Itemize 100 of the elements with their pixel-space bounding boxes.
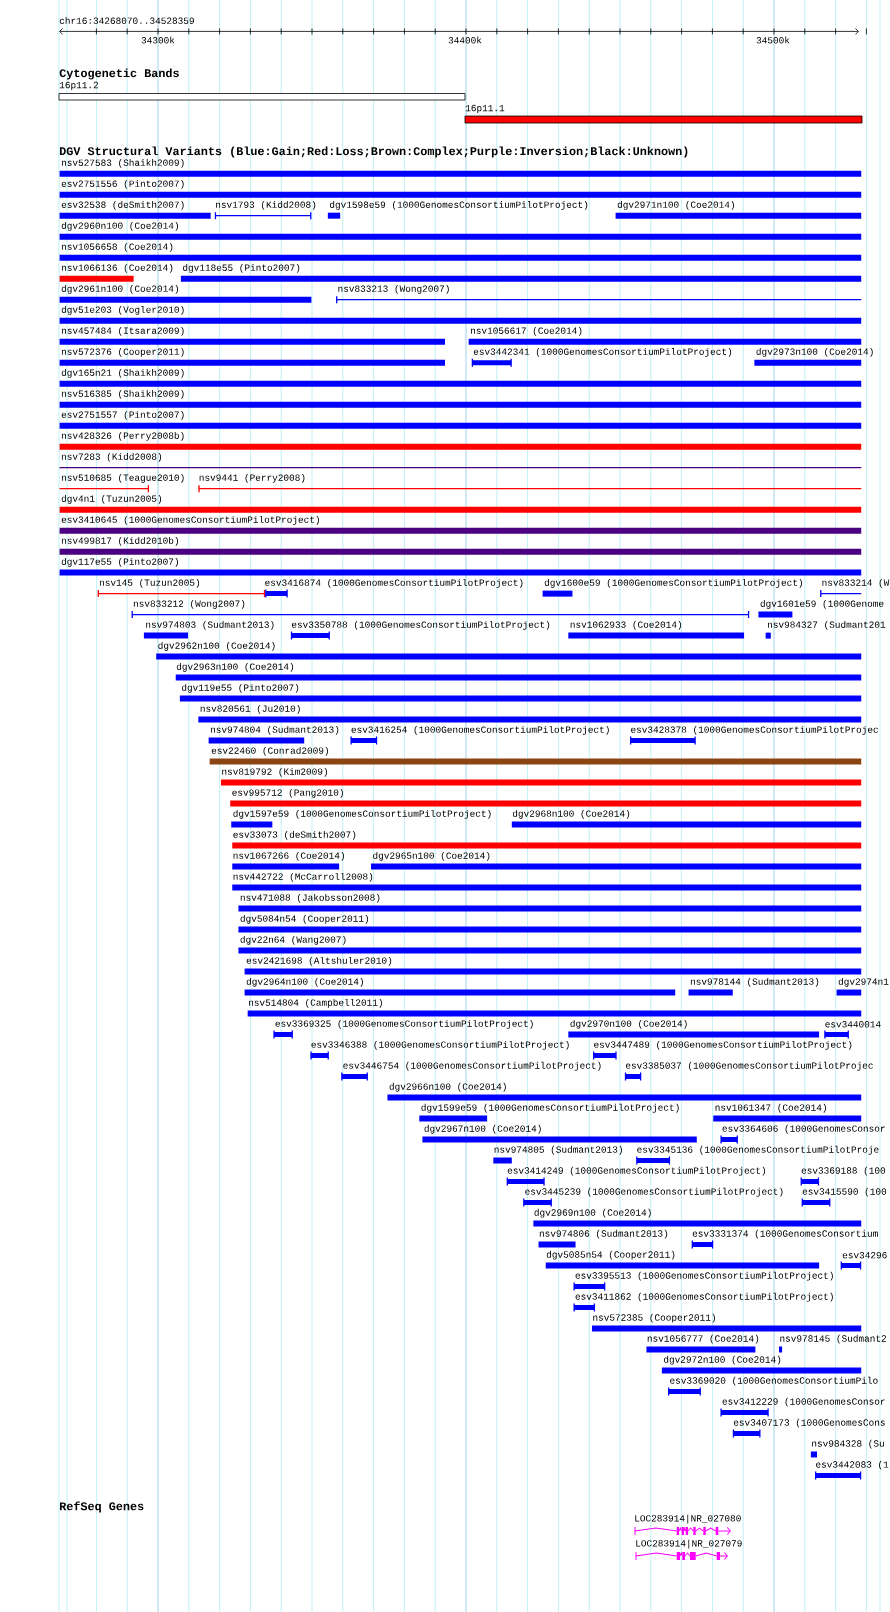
variant-label: dgv2964n100 (Coe2014) [246, 977, 363, 987]
variant-label: esv3410645 (1000GenomesConsortiumPilotProject) [61, 515, 319, 525]
variant-label: esv3369188 (100 [801, 1166, 886, 1176]
variant-label: esv22460 (Conrad2009) [211, 746, 328, 756]
variant-label: nsv7283 (Kidd2008) [61, 452, 162, 462]
variant-label: dgv2960n100 (Coe2014) [61, 222, 178, 231]
variant-label: dgv119e55 (Pinto2007) [182, 683, 299, 693]
variant-label: esv34296 [842, 1252, 887, 1259]
variant-label: esv3442083 (1 [816, 1460, 889, 1470]
variant-label: nsv833214 (W [822, 578, 890, 588]
variant-label: nsv978144 (Sudmant2013) [690, 977, 819, 987]
variant-label: nsv572385 (Cooper2011) [593, 1313, 715, 1323]
variant-label: esv2421698 (Altshuler2010) [246, 956, 392, 966]
gene-label: LOC283914|NR_027080 [635, 1514, 741, 1524]
variant-label: dgv165n21 (Shaikh2009) [61, 369, 184, 378]
variant-label: nsv1056617 (Coe2014) [470, 327, 582, 336]
variant-label: dgv2962n100 (Coe2014) [158, 641, 275, 651]
variant-label: dgv2973n100 (Coe2014) [756, 348, 873, 357]
variant-label: nsv145 (Tuzun2005) [99, 578, 200, 588]
variant-label: nsv984328 (Su [812, 1439, 884, 1449]
variant-label: nsv833213 (Wong2007) [338, 285, 449, 294]
variant-label: nsv974804 (Sudmant2013) [210, 725, 339, 735]
variant-label: dgv2970n100 (Coe2014) [570, 1019, 687, 1029]
variant-label: esv3447489 (1000GenomesConsortiumPilotProject) [594, 1040, 852, 1050]
variant-label: esv3416254 (1000GenomesConsortiumPilotProject) [351, 725, 609, 735]
variant-label: esv3331374 (1000GenomesConsortium [692, 1229, 878, 1239]
variant-label: dgv2961n100 (Coe2014) [61, 285, 178, 294]
variant-label: nsv527583 (Shaikh2009) [61, 159, 184, 168]
variant-label: dgv2963n100 (Coe2014) [176, 662, 294, 672]
variant-label: esv3446754 (1000GenomesConsortiumPilotProject) [343, 1061, 601, 1071]
variant-label: esv3416874 (1000GenomesConsortiumPilotProject) [265, 578, 523, 588]
track-title: DGV Structural Variants (Blue:Gain;Red:Loss;Brown:Complex;Purple:Inversion;Black:Unknown) [60, 146, 688, 158]
variant-label: nsv428326 (Perry2008b) [61, 432, 184, 441]
variant-label: nsv572376 (Cooper2011) [61, 348, 184, 357]
variant-label: esv3414249 (1000GenomesConsortiumPilotProject) [507, 1166, 765, 1176]
coordinate-label: chr16:34268070..34528359 [59, 17, 194, 24]
band-label: 16p11.2 [59, 81, 98, 91]
variant-label: dgv1598e59 (1000GenomesConsortiumPilotProject) [330, 201, 588, 210]
variant-label: dgv1600e59 (1000GenomesConsortiumPilotProject) [544, 578, 802, 588]
variant-label: esv2751556 (Pinto2007) [61, 180, 184, 189]
variant-label: nsv833212 (Wong2007) [133, 599, 245, 609]
variant-label: esv3407173 (1000GenomesCons [733, 1418, 885, 1428]
variant-label: dgv2967n100 (Coe2014) [424, 1124, 541, 1134]
variant-label: dgv51e203 (Vogler2010) [61, 306, 184, 315]
track-title: Cytogenetic Bands [59, 68, 179, 80]
variant-label: nsv974806 (Sudmant2013) [539, 1229, 668, 1239]
variant-label: nsv984327 (Sudmant201 [768, 620, 886, 630]
tick-label: 34300k [141, 36, 175, 44]
variant-label: nsv1056777 (Coe2014) [647, 1334, 759, 1344]
tick-label: 34400k [448, 36, 482, 44]
variant-label: esv3364606 (1000GenomesConsor [722, 1124, 885, 1134]
variant-label: nsv514804 (Campbell2011) [249, 998, 382, 1008]
variant-label: esv995712 (Pang2010) [232, 788, 343, 798]
variant-label: dgv22n64 (Wang2007) [240, 935, 346, 945]
variant-label: nsv974805 (Sudmant2013) [494, 1145, 622, 1155]
variant-label: dgv2965n100 (Coe2014) [373, 851, 490, 861]
variant-label: esv3385037 (1000GenomesConsortiumPilotProjec [625, 1061, 873, 1071]
variant-label: dgv1601e59 (1000Genome [760, 599, 884, 609]
variant-label: nsv1066136 (Coe2014) [61, 264, 173, 273]
variant-label: esv3345136 (1000GenomesConsortiumPilotProje [637, 1145, 879, 1155]
variant-label: esv2751557 (Pinto2007) [61, 411, 184, 420]
variant-label: esv3412229 (1000GenomesConsor [722, 1397, 885, 1407]
variant-label: dgv118e55 (Pinto2007) [183, 264, 300, 273]
variant-label: dgv5084n54 (Cooper2011) [240, 914, 369, 924]
variant-label: nsv442722 (McCarroll2008) [233, 872, 373, 882]
variant-label: nsv1062933 (Coe2014) [570, 620, 682, 630]
variant-label: esv32538 (deSmith2007) [61, 201, 184, 210]
variant-label: nsv978145 (Sudmant2 [780, 1334, 886, 1344]
variant-label: esv3369325 (1000GenomesConsortiumPilotProject) [275, 1019, 533, 1029]
variant-label: esv3346388 (1000GenomesConsortiumPilotProject) [311, 1040, 569, 1050]
variant-label: nsv974803 (Sudmant2013) [146, 620, 274, 630]
variant-label: nsv471088 (Jakobsson2008) [240, 893, 380, 903]
variant-label: dgv1599e59 (1000GenomesConsortiumPilotProject) [421, 1103, 679, 1113]
variant-label: nsv1056658 (Coe2014) [61, 243, 173, 252]
variant-label: nsv516385 (Shaikh2009) [61, 390, 184, 399]
gene-label: LOC283914|NR_027079 [636, 1539, 742, 1549]
variant-label: esv3428378 (1000GenomesConsortiumPilotProjec [631, 725, 878, 735]
variant-label: esv33073 (deSmith2007) [233, 830, 356, 840]
variant-label: esv3445239 (1000GenomesConsortiumPilotProject) [525, 1187, 783, 1197]
variant-label: dgv1597e59 (1000GenomesConsortiumPilotProject) [233, 809, 491, 819]
variant-label: esv3415590 (100 [802, 1187, 887, 1197]
variant-label: nsv1061347 (Coe2014) [715, 1103, 826, 1113]
variant-label: dgv5085n54 (Cooper2011) [546, 1250, 675, 1260]
variant-label: nsv1067266 (Coe2014) [233, 851, 344, 861]
variant-label: nsv819792 (Kim2009) [222, 767, 327, 777]
variant-label: dgv2971n100 (Coe2014) [617, 201, 734, 210]
variant-label: dgv2972n100 (Coe2014) [664, 1355, 781, 1365]
variant-label: nsv820561 (Ju2010) [200, 704, 300, 714]
band-label: 16p11.1 [465, 104, 505, 114]
variant-label: nsv457484 (Itsara2009) [61, 327, 184, 336]
track-title: RefSeq Genes [60, 1501, 144, 1513]
variant-label: esv3395513 (1000GenomesConsortiumPilotProject) [575, 1271, 833, 1281]
variant-label: nsv9441 (Perry2008) [199, 473, 305, 483]
variant-label: esv3442341 (1000GenomesConsortiumPilotProject) [473, 348, 732, 357]
variant-label: dgv2966n100 (Coe2014) [389, 1082, 506, 1092]
variant-label: dgv2968n100 (Coe2014) [512, 809, 630, 819]
variant-label: esv3411862 (1000GenomesConsortiumPilotProject) [575, 1292, 833, 1302]
variant-label: nsv510685 (Teague2010) [61, 473, 184, 483]
variant-label: dgv2969n100 (Coe2014) [534, 1208, 651, 1218]
variant-label: dgv117e55 (Pinto2007) [61, 557, 178, 567]
